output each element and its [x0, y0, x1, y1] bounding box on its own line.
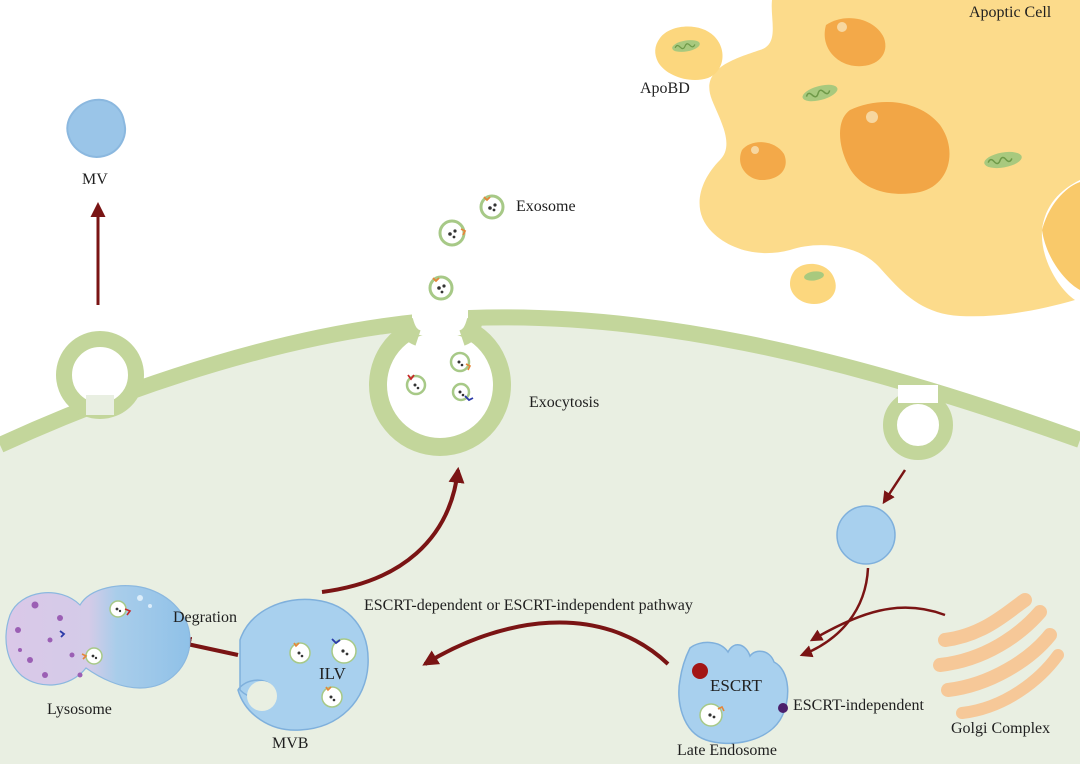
exosome-label: Exosome [516, 198, 576, 215]
mv-budding-site [56, 331, 144, 419]
endocytosis-pocket [883, 385, 953, 460]
exocytosis-pocket [369, 305, 511, 456]
degration-label: Degration [173, 609, 237, 626]
golgi-complex-label: Golgi Complex [951, 720, 1051, 737]
late-endosome-label: Late Endosome [677, 742, 777, 759]
apobd-label: ApoBD [640, 80, 690, 97]
pathway-label: ESCRT-dependent or ESCRT-independent pat… [364, 597, 693, 614]
mv-label: MV [82, 171, 108, 188]
apoptotic-cell [699, 0, 1080, 317]
mv-vesicle [66, 98, 126, 158]
escrt-independent-marker [778, 703, 788, 713]
endocytosis-arrow [882, 469, 907, 505]
escrt-complex [692, 663, 708, 679]
mvb-label: MVB [272, 735, 309, 752]
exosome-vesicles [405, 194, 505, 402]
lysosome-label: Lysosome [47, 701, 112, 718]
late-endosome [678, 641, 789, 745]
pathway-arrow [422, 620, 670, 666]
escrt-label: ESCRT [710, 676, 762, 695]
endocytic-vesicle [836, 505, 896, 565]
mvb [237, 598, 369, 731]
lysosome [5, 585, 191, 689]
ilv-label: ILV [319, 664, 346, 683]
golgi-complex [933, 593, 1064, 719]
exocytosis-label: Exocytosis [529, 394, 600, 411]
escrt-independent-label: ESCRT-independent [793, 697, 924, 714]
mvb-to-exocytosis-arrow [321, 466, 465, 594]
golgi-to-endosome-arrow [809, 606, 946, 642]
apobd-bodies [655, 26, 836, 304]
apoptic-cell-label: Apoptic Cell [969, 4, 1052, 21]
